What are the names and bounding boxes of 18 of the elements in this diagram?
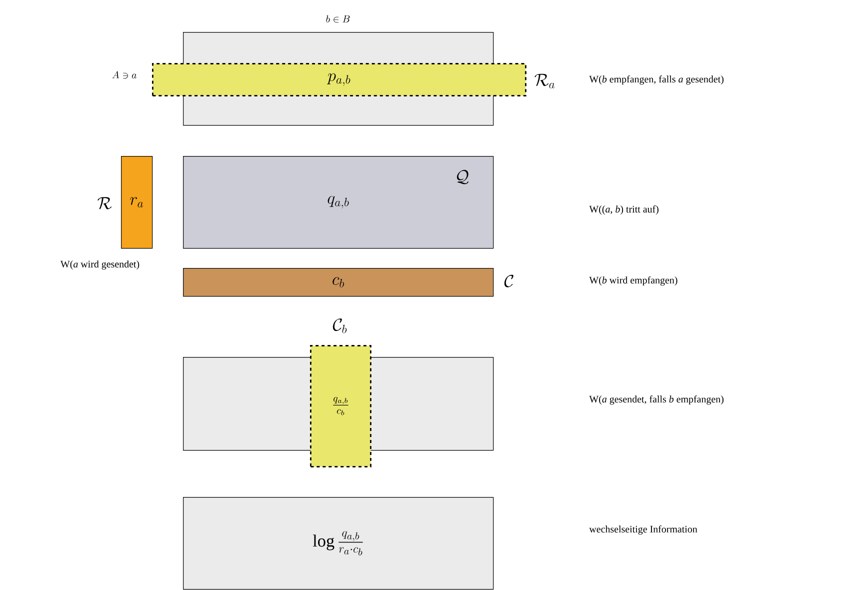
set-symbol: $\mathcal{Q}$ <box>456 170 469 184</box>
set-symbol: $\mathcal{R}$ <box>98 197 112 210</box>
set-label: $A \ni a$ <box>112 71 137 79</box>
set-label: $b \in B$ <box>326 15 350 23</box>
set-symbol: $\mathcal{C}_b$ <box>332 318 347 334</box>
formula-box: $\log \frac{q_{a,b}}{r_a \cdot c_b}$ <box>183 497 494 590</box>
description-label: wechselseitige Information <box>589 525 698 535</box>
description-label: W(a wird gesendet) <box>60 260 140 270</box>
marginal-bar: $r_a$ <box>121 156 153 249</box>
highlight-bar: $p_{a,b}$ <box>152 63 526 96</box>
marginal-bar: $c_b$ <box>183 268 494 297</box>
highlight-column: $\frac{q_{a,b}}{c_b}$ <box>310 345 372 468</box>
set-symbol: $\mathcal{R}_a$ <box>534 74 555 88</box>
description-label: W(b empfangen, falls a gesendet) <box>589 75 724 85</box>
description-label: W(a gesendet, falls b empfangen) <box>589 395 724 405</box>
set-symbol: $\mathcal{C}$ <box>504 274 514 288</box>
description-label: W(b wird empfangen) <box>589 276 678 286</box>
description-label: W((a, b) tritt auf) <box>589 205 658 215</box>
